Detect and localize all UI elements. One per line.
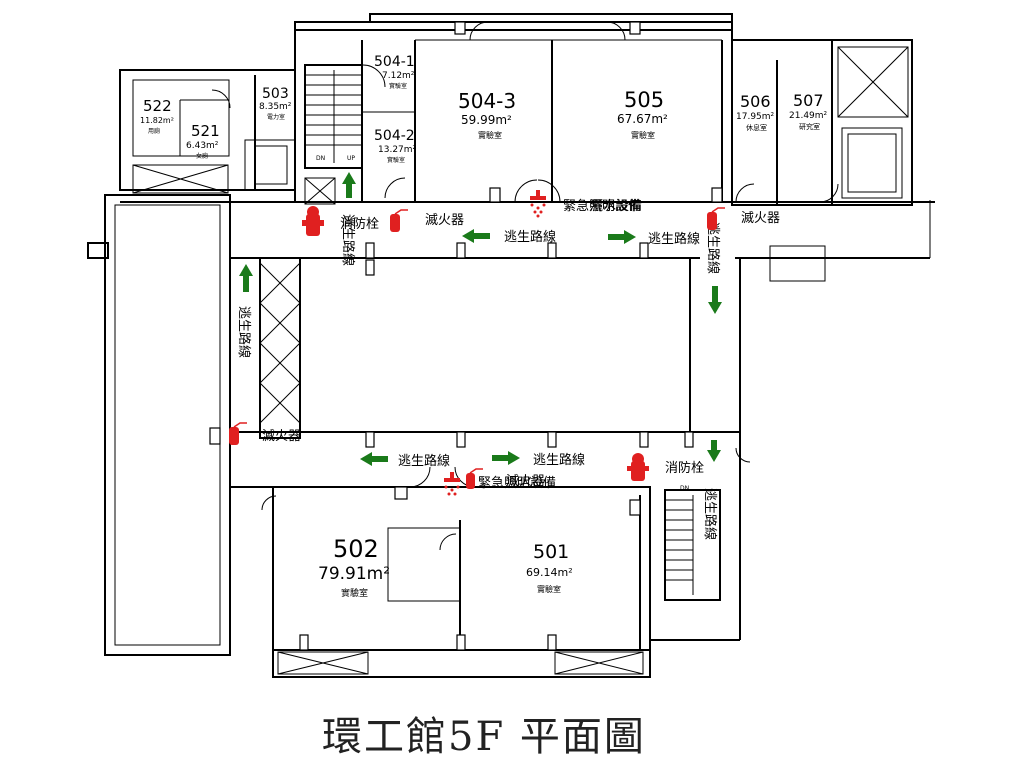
equipment-labels: 消防栓 消防栓 滅火器 滅火器 滅火器 滅火器 緊急照明設備 緊急照明設備 灑水… (262, 198, 780, 491)
escape-route-label: 逃生路線 (705, 222, 721, 274)
room-number: 505 (624, 88, 664, 112)
escape-route-label: 逃生路線 (236, 306, 252, 358)
room-use: 用廁 (148, 127, 160, 135)
room-area: 8.35m² (259, 102, 292, 112)
emergency-light-label: 緊急照明設備 (563, 198, 641, 214)
arrow-left-icon (462, 229, 490, 243)
fire-extinguisher-icon (707, 207, 725, 230)
escape-route-label: 逃生路線 (340, 214, 356, 266)
room-number: 504-2 (374, 128, 415, 144)
room-number: 506 (740, 92, 771, 111)
fire-hydrant-icon (627, 453, 649, 481)
doors (211, 21, 839, 551)
arrow-down-icon (707, 440, 721, 462)
escape-route-label: 逃生路線 (702, 488, 718, 540)
building-walls (87, 13, 935, 678)
room-use: 實驗室 (478, 130, 502, 140)
room-521: 521 6.43m² 女廁 (186, 122, 220, 160)
arrow-up-icon (239, 264, 253, 292)
stair-labels: DN UP DN (316, 155, 689, 492)
room-504-1: 504-1 7.12m² 實驗室 (374, 54, 415, 90)
room-area: 17.95m² (736, 112, 775, 122)
room-area: 13.27m² (378, 145, 417, 155)
room-use: 實驗室 (631, 130, 655, 140)
room-507: 507 21.49m² 研究室 (789, 91, 828, 131)
escape-labels: 逃生路線 逃生路線 逃生路線 逃生路線 逃生路線 逃生路線 逃生路線 逃生路線 (236, 214, 721, 540)
room-area: 7.12m² (382, 71, 415, 81)
room-number: 522 (143, 97, 172, 115)
room-501: 501 69.14m² 實驗室 (526, 541, 573, 594)
room-area: 59.99m² (461, 113, 512, 127)
sprinkler-icon (444, 472, 460, 496)
arrow-right-icon (492, 451, 520, 465)
arrow-right-icon (608, 230, 636, 244)
extinguisher-label: 滅火器 (506, 474, 545, 489)
room-area: 6.43m² (186, 141, 219, 151)
fire-hydrant-icon (302, 206, 324, 236)
room-use: 電力室 (267, 113, 285, 121)
arrow-left-icon (360, 452, 388, 466)
fire-extinguisher-icon (390, 209, 408, 232)
hydrant-label: 消防栓 (665, 460, 704, 476)
room-use: 實驗室 (537, 584, 561, 594)
escape-route-label: 逃生路線 (648, 231, 700, 247)
arrow-down-icon (708, 286, 722, 314)
room-number: 501 (533, 541, 569, 563)
room-area: 69.14m² (526, 566, 573, 579)
fire-equipment (229, 190, 725, 496)
room-number: 502 (333, 535, 379, 563)
room-area: 21.49m² (789, 111, 828, 121)
room-number: 507 (793, 91, 824, 110)
room-502: 502 79.91m² 實驗室 (318, 535, 390, 599)
room-area: 11.82m² (140, 116, 174, 125)
escape-arrows (239, 172, 722, 466)
room-506: 506 17.95m² 休息室 (736, 92, 775, 132)
sprinkler-icon (530, 190, 546, 218)
escape-route-label: 逃生路線 (398, 453, 450, 469)
room-505: 505 67.67m² 實驗室 (617, 88, 668, 140)
room-use: 女廁 (196, 152, 208, 160)
escape-route-label: 逃生路線 (533, 452, 585, 468)
room-number: 503 (262, 86, 289, 102)
room-use: 休息室 (746, 123, 767, 132)
room-use: 實驗室 (387, 156, 405, 164)
escape-route-label: 逃生路線 (504, 229, 556, 245)
extinguisher-label: 滅火器 (425, 213, 464, 228)
room-area: 67.67m² (617, 112, 668, 126)
fire-extinguisher-icon (229, 422, 247, 445)
stair-up-label: UP (347, 155, 355, 162)
extinguisher-label: 滅火器 (741, 211, 780, 226)
room-504-3: 504-3 59.99m² 實驗室 (458, 89, 516, 140)
room-number: 504-3 (458, 89, 516, 113)
room-503: 503 8.35m² 電力室 (259, 86, 292, 121)
stair-down-label: DN (680, 485, 689, 492)
emergency-light-label: 緊急照明設備 (478, 475, 556, 491)
structural-columns (209, 21, 723, 651)
page-title: 環工館5F 平面圖 (322, 714, 646, 760)
fire-extinguisher-icon (466, 468, 483, 489)
sprinkler-label: 灑水設備 (590, 198, 642, 214)
room-use: 實驗室 (341, 587, 368, 599)
room-522: 522 11.82m² 用廁 (140, 97, 174, 135)
arrow-up-icon (342, 172, 356, 198)
stair-down-label: DN (316, 155, 325, 162)
room-number: 521 (191, 122, 220, 140)
room-use: 實驗室 (389, 82, 407, 90)
room-number: 504-1 (374, 54, 415, 70)
room-area: 79.91m² (318, 564, 390, 584)
extinguisher-label: 滅火器 (262, 429, 301, 444)
room-504-2: 504-2 13.27m² 實驗室 (374, 128, 417, 164)
room-use: 研究室 (799, 122, 820, 131)
hydrant-label: 消防栓 (340, 216, 379, 232)
